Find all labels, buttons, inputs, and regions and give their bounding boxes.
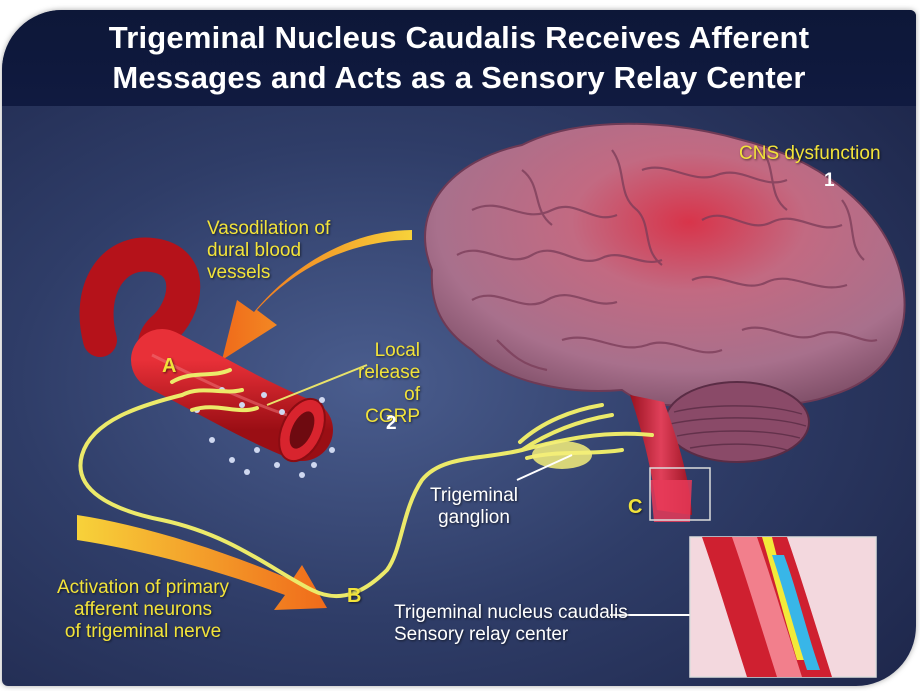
label-nucleus-caudalis: Trigeminal nucleus caudalis Sensory rela… — [394, 602, 628, 646]
dural-blood-vessel — [97, 255, 335, 478]
label-activation: Activation of primary afferent neurons o… — [32, 577, 254, 643]
label-vasodilation: Vasodilation of dural blood vessels — [207, 218, 330, 284]
label-trigeminal-ganglion: Trigeminal ganglion — [424, 485, 524, 529]
nucleus-inset — [690, 537, 876, 677]
letter-c: C — [628, 496, 642, 519]
label-number-2: 2 — [386, 413, 397, 435]
letter-b: B — [347, 585, 361, 608]
cgrp-pointer-line — [267, 365, 367, 405]
label-cns-dysfunction: CNS dysfunction — [739, 143, 881, 165]
diagram-frame: Trigeminal Nucleus Caudalis Receives Aff… — [2, 10, 916, 686]
letter-a: A — [162, 355, 176, 378]
trigeminal-ganglion-body — [532, 441, 592, 469]
label-number-1: 1 — [824, 170, 835, 192]
